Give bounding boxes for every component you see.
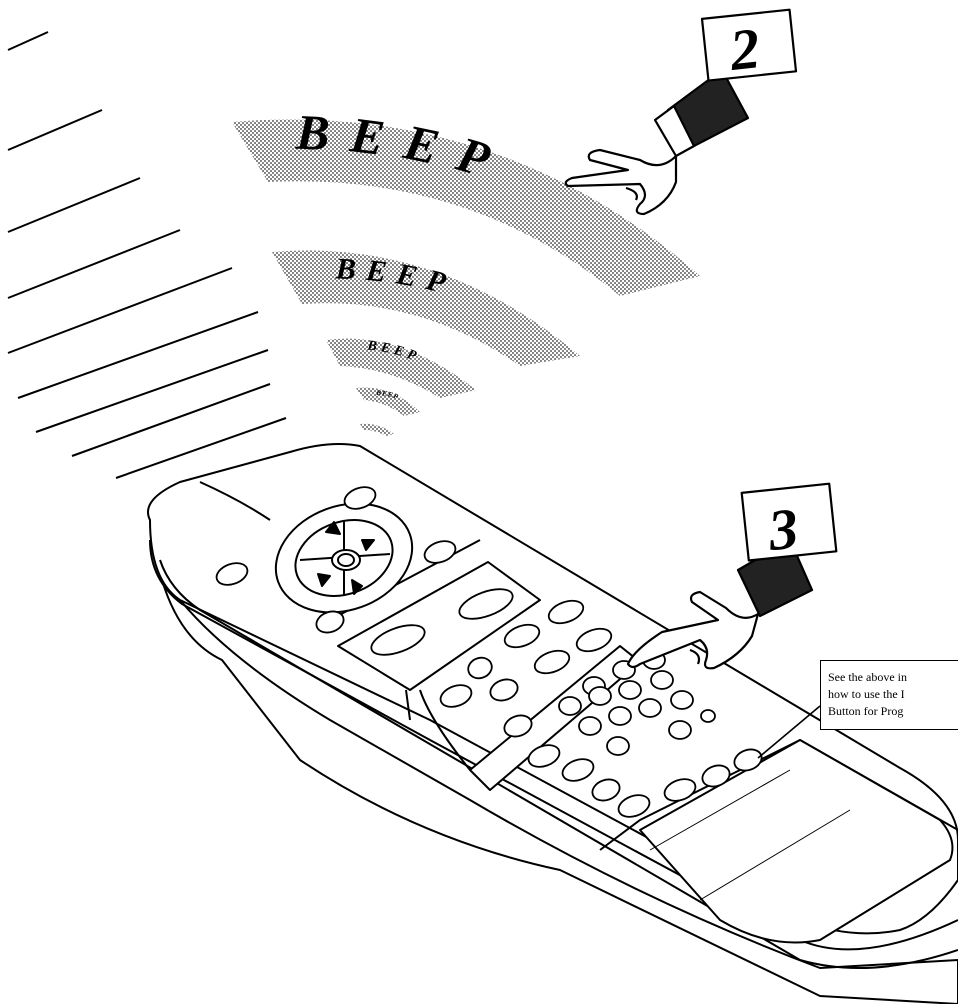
callout-line-2: how to use the I (828, 686, 958, 703)
step-3-pointing-hand: 3 (628, 484, 836, 669)
callout-note: See the above in how to use the I Button… (820, 660, 958, 730)
motion-lines (8, 32, 300, 500)
callout-line-1: See the above in (828, 669, 958, 686)
callout-line-3: Button for Prog (828, 703, 958, 720)
beep-wave-5 (360, 424, 394, 436)
step-2-pointing-hand: 2 (566, 10, 796, 214)
